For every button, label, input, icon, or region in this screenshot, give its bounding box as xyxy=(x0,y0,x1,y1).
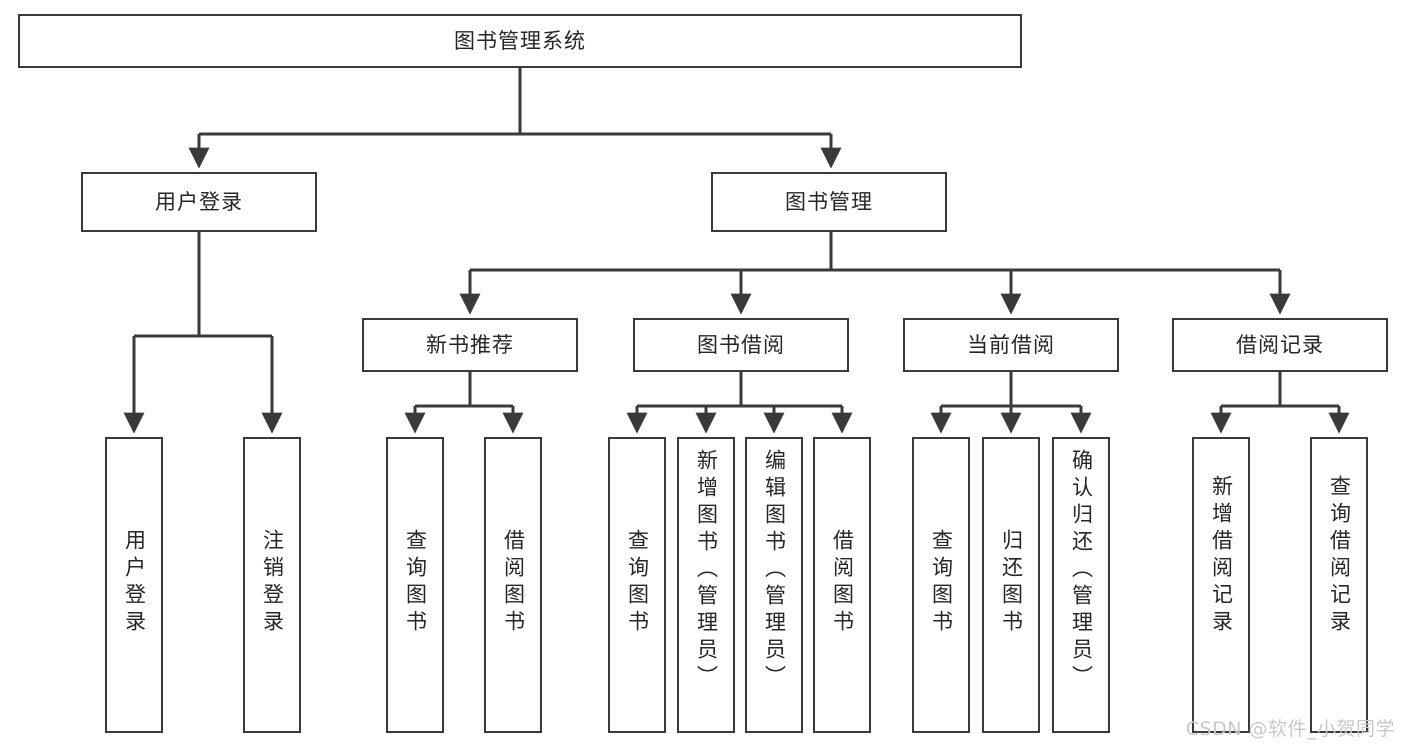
node-leaf-add-record-label: 新增借阅记录 xyxy=(1209,475,1234,637)
node-leaf-return-book-label: 归还图书 xyxy=(999,529,1024,637)
edge-user-login-trunk xyxy=(123,232,283,434)
node-leaf-borrow-book-2[interactable]: 借阅图书 xyxy=(813,437,871,733)
node-book-borrow[interactable]: 图书借阅 xyxy=(633,318,849,372)
node-new-book-rec[interactable]: 新书推荐 xyxy=(362,318,578,372)
node-leaf-confirm-return-label: 确认归还（管理员） xyxy=(1069,449,1094,692)
node-leaf-query-book-1-label: 查询图书 xyxy=(403,529,428,637)
node-leaf-query-book-3-label: 查询图书 xyxy=(929,529,954,637)
node-leaf-query-record[interactable]: 查询借阅记录 xyxy=(1310,437,1368,733)
node-leaf-query-book-2-label: 查询图书 xyxy=(625,529,650,637)
node-new-book-rec-label: 新书推荐 xyxy=(426,332,514,357)
node-leaf-query-book-2[interactable]: 查询图书 xyxy=(608,437,666,733)
node-leaf-confirm-return[interactable]: 确认归还（管理员） xyxy=(1052,437,1110,733)
node-leaf-user-login[interactable]: 用户登录 xyxy=(105,437,163,733)
node-leaf-edit-book[interactable]: 编辑图书（管理员） xyxy=(745,437,803,733)
node-leaf-user-logout[interactable]: 注销登录 xyxy=(243,437,301,733)
node-leaf-borrow-book-1[interactable]: 借阅图书 xyxy=(484,437,542,733)
node-current-borrow[interactable]: 当前借阅 xyxy=(903,318,1119,372)
node-leaf-query-book-3[interactable]: 查询图书 xyxy=(912,437,970,733)
node-user-login-label: 用户登录 xyxy=(155,189,243,214)
edge-book-borrow-trunk xyxy=(626,372,853,434)
edge-book-manage-trunk xyxy=(459,232,1291,315)
node-leaf-add-book[interactable]: 新增图书（管理员） xyxy=(677,437,735,733)
edge-new-book-rec-trunk xyxy=(404,372,524,434)
node-root-label: 图书管理系统 xyxy=(454,28,586,53)
node-leaf-edit-book-label: 编辑图书（管理员） xyxy=(762,449,787,692)
edge-root-trunk xyxy=(199,68,831,136)
node-book-manage[interactable]: 图书管理 xyxy=(711,172,947,232)
node-book-borrow-label: 图书借阅 xyxy=(697,332,785,357)
csdn-watermark: CSDN @软件_小贺同学 xyxy=(1185,718,1395,740)
node-leaf-return-book[interactable]: 归还图书 xyxy=(982,437,1040,733)
node-borrow-record-label: 借阅记录 xyxy=(1236,332,1324,357)
node-user-login[interactable]: 用户登录 xyxy=(81,172,317,232)
node-leaf-query-book-1[interactable]: 查询图书 xyxy=(386,437,444,733)
node-leaf-user-logout-label: 注销登录 xyxy=(260,529,285,637)
node-current-borrow-label: 当前借阅 xyxy=(967,332,1055,357)
node-leaf-add-record[interactable]: 新增借阅记录 xyxy=(1192,437,1250,733)
node-leaf-add-book-label: 新增图书（管理员） xyxy=(694,449,719,692)
node-leaf-borrow-book-2-label: 借阅图书 xyxy=(830,529,855,637)
node-leaf-user-login-label: 用户登录 xyxy=(122,529,147,637)
node-leaf-query-record-label: 查询借阅记录 xyxy=(1327,475,1352,637)
edge-borrow-record-trunk xyxy=(1210,372,1350,434)
edge-current-borrow-trunk xyxy=(930,372,1092,434)
node-book-manage-label: 图书管理 xyxy=(785,189,873,214)
node-root[interactable]: 图书管理系统 xyxy=(18,14,1022,68)
node-borrow-record[interactable]: 借阅记录 xyxy=(1172,318,1388,372)
node-leaf-borrow-book-1-label: 借阅图书 xyxy=(501,529,526,637)
